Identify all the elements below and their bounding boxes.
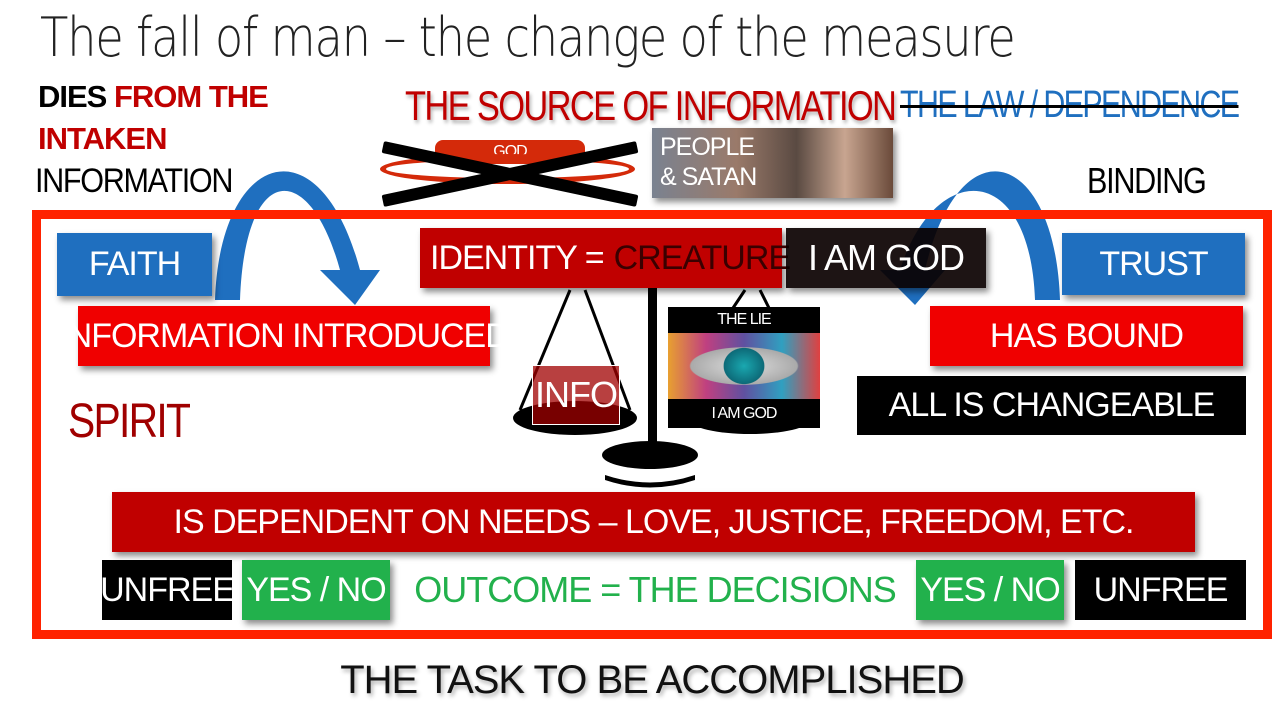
spirit-label: SPIRIT — [68, 395, 191, 448]
slide-title: The fall of man – the change of the meas… — [40, 6, 1016, 69]
eye-icon — [668, 333, 820, 399]
needs-bar: IS DEPENDENT ON NEEDS – LOVE, JUSTICE, F… — [112, 492, 1195, 552]
source-heading: THE SOURCE OF INFORMATION — [405, 82, 897, 129]
the-lie-image: THE LIE I AM GOD — [668, 307, 820, 428]
unfree-right: UNFREE — [1075, 560, 1246, 620]
information-introduced-box: INFORMATION INTRODUCED — [59, 306, 510, 366]
creature-hidden-text: CREATURE — [613, 238, 791, 277]
info-box: INFO — [532, 365, 620, 425]
i-am-god-box: I AM GOD — [786, 228, 986, 288]
law-heading: THE LAW / DEPENDENCE — [900, 84, 1240, 126]
faith-box: FAITH — [57, 233, 212, 296]
all-is-changeable-box: ALL IS CHANGEABLE — [857, 376, 1246, 435]
trust-box: TRUST — [1062, 233, 1245, 295]
information-label: INFORMATION — [35, 162, 233, 200]
footer-task: THE TASK TO BE ACCOMPLISHED — [340, 657, 965, 702]
god-pill: GOD — [380, 140, 639, 207]
curved-arrow-left-icon — [215, 171, 380, 305]
yes-no-left: YES / NO — [242, 560, 390, 620]
yes-no-right: YES / NO — [916, 560, 1064, 620]
has-bound-box: HAS BOUND — [930, 306, 1243, 366]
unfree-left: UNFREE — [100, 560, 235, 620]
binding-label: BINDING — [1087, 160, 1207, 201]
outcome-label: OUTCOME = THE DECISIONS — [414, 569, 896, 610]
people-satan-image: PEOPLE& SATAN — [652, 128, 893, 198]
main-frame — [32, 210, 1272, 639]
identity-box: IDENTITY = CREATURE — [420, 228, 791, 288]
